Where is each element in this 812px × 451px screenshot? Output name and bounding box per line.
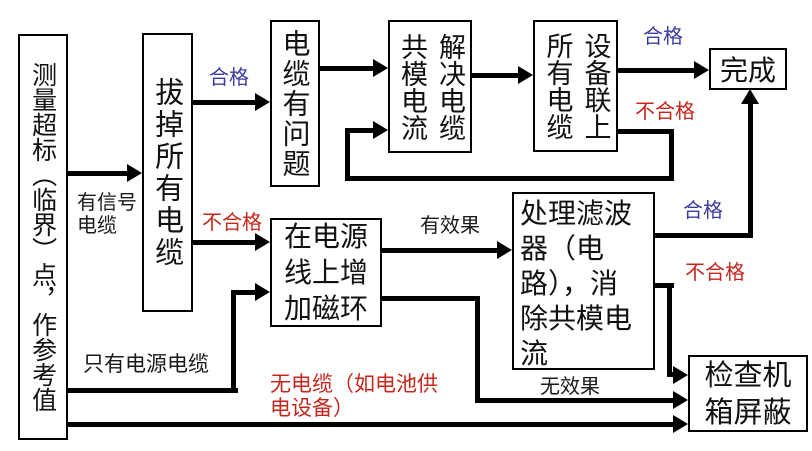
label-pass-3: 合格 — [683, 198, 723, 222]
connector-power-only-v — [231, 290, 236, 393]
connector-magnet-effective — [382, 248, 499, 253]
connector-connect-fail-h1 — [618, 129, 674, 134]
arrowhead-connect-pass — [694, 61, 709, 79]
arrowhead-filter-fail-to-check — [673, 366, 688, 384]
connector-problem-to-solve — [320, 66, 375, 71]
node-solve-cable-common-mode-current-label: 解决电缆共模电流 — [396, 32, 465, 141]
arrowhead-connect-fail-loop — [373, 121, 388, 139]
arrowhead-filter-pass-to-done — [741, 89, 759, 104]
label-ineffective: 无效果 — [540, 374, 600, 398]
label-fail-3: 不合格 — [685, 260, 745, 284]
arrowhead-solve-to-connect — [518, 66, 533, 84]
node-add-ferrite-ring-on-power-line-label: 在电源 线上增 加磁环 — [283, 219, 368, 325]
node-cable-has-problem: 电缆有问题 — [270, 20, 320, 187]
connector-filter-pass-v — [748, 103, 753, 238]
node-connect-all-cables-to-device: 设备联上所有电缆 — [533, 20, 618, 152]
node-check-chassis-shielding-label: 检查机 箱屏蔽 — [704, 357, 792, 429]
label-has-signal-cable: 有信号 电缆 — [77, 190, 137, 237]
connector-filter-fail-h2 — [667, 372, 677, 377]
node-handle-filter-eliminate-common-mode-label: 处理滤波 器（电 路），消 除共模电 流 — [520, 197, 633, 370]
node-measure-reference-point: 测量超标（临界）点，作参考值 — [18, 34, 68, 440]
arrowhead-unplug-fail — [255, 233, 270, 251]
connector-filter-fail-v — [667, 283, 672, 377]
connector-power-only-h2 — [231, 290, 259, 295]
connector-ineffective-h1 — [382, 296, 480, 301]
connector-power-only-h1 — [68, 388, 238, 393]
label-fail-1: 不合格 — [202, 210, 262, 234]
connector-connect-pass — [618, 68, 696, 73]
connector-ineffective-h2 — [475, 398, 675, 403]
node-cable-has-problem-label: 电缆有问题 — [278, 28, 312, 179]
connector-unplug-pass — [193, 100, 257, 105]
connector-solve-to-connect — [472, 73, 520, 78]
arrowhead-measure-to-unplug — [127, 164, 142, 182]
connector-unplug-fail — [193, 240, 257, 245]
connector-filter-pass-h — [655, 233, 753, 238]
connector-no-cable-to-check — [68, 422, 675, 427]
node-handle-filter-eliminate-common-mode: 处理滤波 器（电 路），消 除共模电 流 — [512, 192, 655, 370]
label-only-power-cable: 只有电源电缆 — [83, 352, 209, 376]
label-no-cable-battery-powered: 无电缆（如电池供 电设备） — [270, 372, 438, 421]
node-add-ferrite-ring-on-power-line: 在电源 线上增 加磁环 — [270, 218, 382, 327]
node-done: 完成 — [709, 48, 787, 90]
node-solve-cable-common-mode-current: 解决电缆共模电流 — [388, 20, 472, 153]
connector-connect-fail-v2 — [345, 128, 350, 181]
connector-connect-fail-h2 — [347, 176, 674, 181]
node-measure-reference-point-label: 测量超标（临界）点，作参考值 — [28, 62, 58, 412]
label-effective: 有效果 — [420, 213, 480, 237]
connector-ineffective-v — [475, 296, 480, 403]
connector-measure-to-unplug — [68, 171, 129, 176]
node-unplug-all-cables: 拔掉所有电缆 — [142, 33, 193, 312]
node-check-chassis-shielding: 检查机 箱屏蔽 — [688, 355, 808, 432]
label-pass-2: 合格 — [643, 24, 683, 48]
arrowhead-no-cable-to-check — [673, 415, 688, 433]
connector-filter-fail-h1 — [655, 283, 674, 288]
arrowhead-magnet-effective — [497, 241, 512, 259]
label-fail-2: 不合格 — [635, 99, 695, 123]
arrowhead-problem-to-solve — [373, 59, 388, 77]
arrowhead-power-only-to-magnet — [255, 283, 270, 301]
arrowhead-unplug-pass — [255, 93, 270, 111]
arrowhead-ineffective-to-check — [673, 391, 688, 409]
connector-connect-fail-v1 — [669, 129, 674, 180]
label-pass-1: 合格 — [209, 65, 249, 89]
node-connect-all-cables-to-device-label: 设备联上所有电缆 — [541, 32, 611, 140]
node-unplug-all-cables-label: 拔掉所有电缆 — [150, 76, 185, 269]
node-done-label: 完成 — [719, 54, 776, 87]
connector-connect-fail-h3 — [345, 128, 375, 133]
